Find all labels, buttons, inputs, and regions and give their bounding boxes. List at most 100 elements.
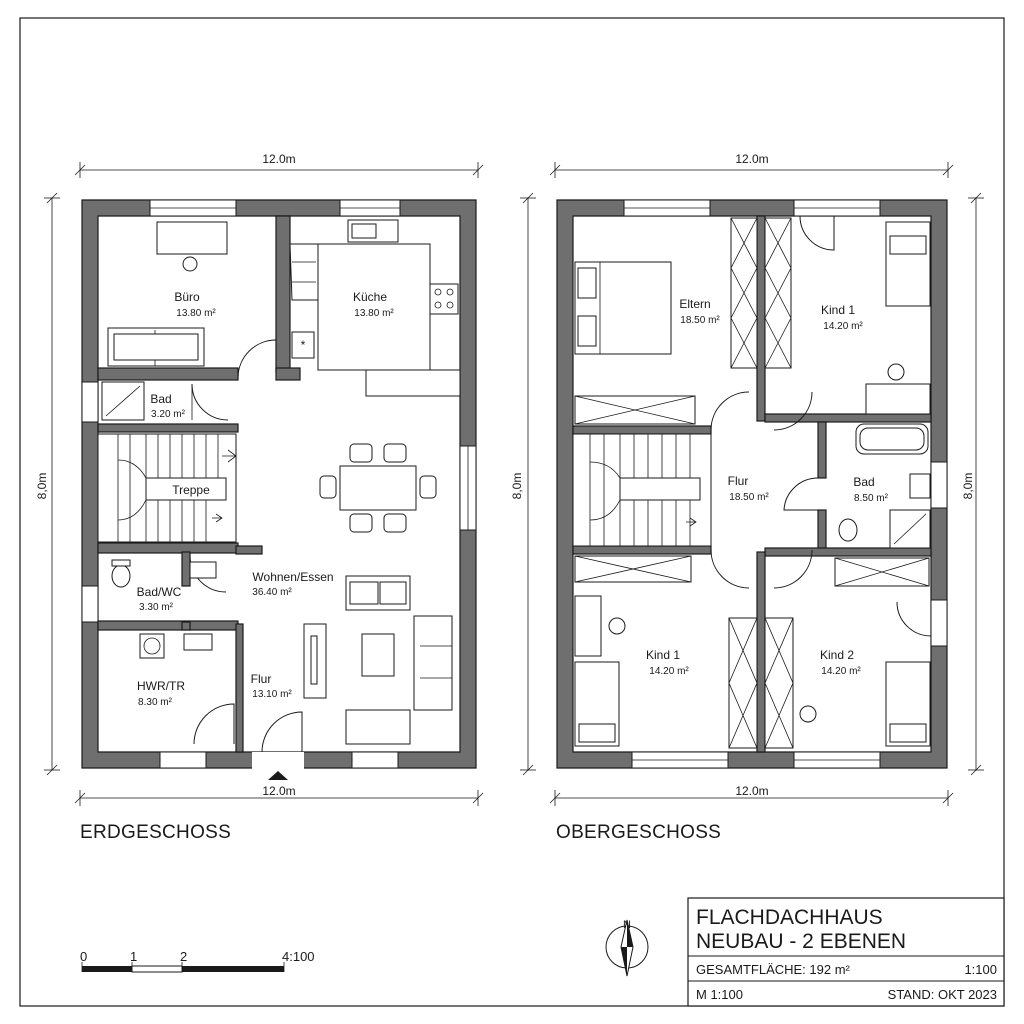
entrance-marker-icon: [268, 771, 288, 780]
bed-icon: [885, 221, 931, 307]
gf-room-area: 13.80 m²: [176, 308, 216, 319]
gf-room-name: Wohnen/Essen: [252, 570, 333, 584]
gf-room-area: 13.80 m²: [354, 308, 394, 319]
uf-dim-left-label: 8,0m: [510, 473, 524, 500]
uf-door-eltern: [710, 391, 750, 431]
utility-sink-icon: [183, 633, 213, 651]
gf-door-hwr: [193, 703, 235, 745]
gf-room-area: 13.10 m²: [252, 689, 292, 700]
desk: [865, 383, 931, 415]
uf-door-kind1-top: [799, 215, 835, 251]
gf-door-buero: [237, 339, 277, 379]
gf-room-name: Bad: [150, 392, 171, 406]
staircase: [572, 433, 712, 547]
uf-dim-left: 8,0m: [510, 192, 536, 776]
wardrobe: [764, 617, 794, 749]
sofa-icon: [345, 575, 411, 611]
uf-room-area: 18.50 m²: [729, 492, 769, 503]
kitchen-counter: *: [289, 219, 461, 397]
scale-tick-label: 1: [130, 949, 137, 964]
stair-arrow-icon: [686, 517, 697, 527]
stove-icon: [429, 283, 459, 315]
chair-icon: [799, 705, 817, 723]
north-label: N: [623, 919, 631, 931]
gf-dim-left-label: 8,0m: [35, 473, 49, 500]
wardrobe: [574, 395, 696, 425]
gf-room-name: HWR/TR: [137, 679, 185, 693]
upper-floor-label: OBERGESCHOSS: [556, 822, 721, 843]
gf-window: [81, 585, 99, 623]
double-bed-icon: [574, 261, 672, 355]
gf-dim-top: 12.0m: [74, 152, 484, 178]
ground-floor-plan: 12.0m 12.0m 8,0m: [35, 152, 484, 843]
dining-table-icon: [319, 443, 437, 533]
desk: [156, 221, 228, 255]
uf-room-area: 14.20 m²: [823, 321, 863, 332]
sofa-icon: [107, 327, 205, 367]
title-block-scale-right: 1:100: [964, 962, 997, 977]
gf-window: [351, 751, 399, 769]
title-block-subtitle: NEUBAU - 2 EBENEN: [696, 930, 906, 953]
scale-bar: 0 1 2 4:100: [80, 949, 315, 973]
svg-text:*: *: [301, 338, 306, 352]
gf-room-area: 36.40 m²: [252, 587, 292, 598]
chair-icon: [608, 617, 626, 635]
gf-dim-bottom-label: 12.0m: [262, 784, 295, 798]
coffee-table: [361, 633, 395, 677]
uf-room-name: Bad: [853, 475, 874, 489]
gf-window: [81, 381, 99, 423]
uf-room-area: 14.20 m²: [821, 666, 861, 677]
toilet-icon: [838, 518, 858, 542]
scale-tick-label: 2: [180, 949, 187, 964]
toilet-icon: [111, 564, 131, 588]
wardrobe: [574, 555, 692, 583]
gf-room-name: Treppe: [172, 483, 210, 497]
wardrobe: [730, 217, 758, 369]
uf-door-kind2-side: [896, 601, 932, 637]
wardrobe: [764, 217, 792, 369]
gf-room-area: 3.20 m²: [151, 409, 186, 420]
north-arrow-icon: N: [605, 919, 649, 977]
staircase: [97, 433, 237, 543]
title-block-date: STAND: OKT 2023: [888, 987, 997, 1002]
uf-dim-top: 12.0m: [549, 152, 954, 178]
uf-window: [930, 599, 948, 647]
basin-icon: [189, 561, 217, 579]
uf-room-name: Kind 1: [821, 303, 855, 317]
chair-icon: [887, 363, 905, 381]
uf-room-name: Kind 2: [820, 648, 854, 662]
scale-tick-label: 0: [80, 949, 87, 964]
gf-room-area: 8.30 m²: [138, 697, 173, 708]
ground-floor-label: ERDGESCHOSS: [80, 822, 231, 843]
uf-window: [930, 461, 948, 509]
wardrobe: [834, 557, 930, 587]
chair-icon: [182, 256, 198, 272]
uf-room-name: Eltern: [679, 297, 710, 311]
uf-room-name: Flur: [728, 474, 749, 488]
sheet-frame: [19, 17, 1005, 1007]
gf-dim-top-label: 12.0m: [262, 152, 295, 166]
title-block-title: FLACHDACHHAUS: [696, 906, 883, 929]
uf-dim-top-label: 12.0m: [735, 152, 768, 166]
gf-interior-walls: [97, 215, 301, 753]
uf-door-kind1: [773, 391, 813, 431]
gf-entrance-gap: [252, 752, 304, 769]
uf-room-name: Kind 1: [646, 648, 680, 662]
uf-dim-right: 8,0m: [961, 192, 984, 776]
uf-room-area: 8.50 m²: [854, 493, 889, 504]
gf-window: [159, 751, 207, 769]
uf-door-kind1b: [710, 549, 750, 589]
uf-room-area: 18.50 m²: [680, 315, 720, 326]
uf-room-area: 14.20 m²: [649, 666, 689, 677]
wardrobe: [728, 617, 758, 749]
gf-dim-left: 8,0m: [35, 192, 60, 776]
uf-dim-bottom-label: 12.0m: [735, 784, 768, 798]
uf-door-bad: [783, 477, 819, 511]
gf-room-area: 3.30 m²: [139, 602, 174, 613]
upper-floor-plan: 12.0m 12.0m 8,0m 8,0m: [510, 152, 984, 843]
sofa-icon: [413, 615, 453, 711]
uf-dim-bottom: 12.0m: [549, 784, 954, 806]
basin-icon: [909, 473, 931, 499]
uf-door-kind2: [773, 549, 813, 589]
